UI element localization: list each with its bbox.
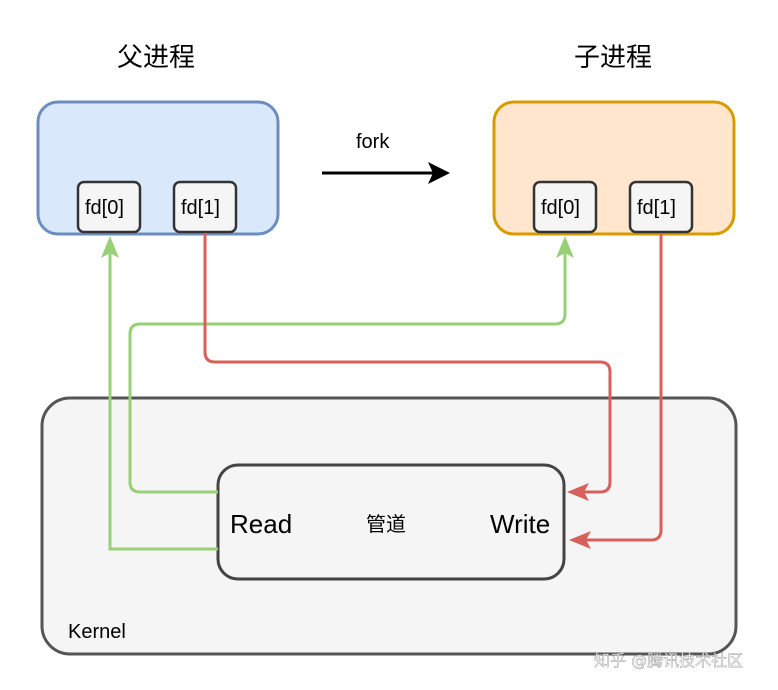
green-line-to-child-fd0 xyxy=(128,252,567,494)
watermark-text: 知乎 @腾讯技术社区 xyxy=(594,651,743,670)
parent-fd1-box xyxy=(172,180,238,234)
fork-label: fork xyxy=(356,131,390,153)
parent-title: 父进程 xyxy=(117,43,195,73)
child-fd0-box xyxy=(532,180,598,234)
fork-arrow-head xyxy=(428,162,450,184)
child-process-box xyxy=(492,100,736,236)
red-line-from-child-fd1 xyxy=(584,233,663,542)
parent-process-box xyxy=(36,100,280,236)
parent-fd1-label: fd[1] xyxy=(181,197,220,219)
red-arrowhead-pipe-top xyxy=(567,483,589,501)
green-arrowhead-child-fd0 xyxy=(556,236,574,258)
green-arrowhead-parent-fd0 xyxy=(101,236,119,258)
pipe-read-label: Read xyxy=(230,509,292,539)
child-fd1-box xyxy=(628,180,694,234)
pipe-write-label: Write xyxy=(490,509,550,539)
pipe-box xyxy=(216,463,566,581)
red-line-from-parent-fd1 xyxy=(203,233,612,494)
parent-fd0-box xyxy=(76,180,142,234)
child-title: 子进程 xyxy=(574,43,652,73)
kernel-label: Kernel xyxy=(68,621,126,643)
parent-fd0-label: fd[0] xyxy=(85,197,124,219)
red-arrowhead-pipe-bottom xyxy=(569,531,591,549)
pipe-label: 管道 xyxy=(366,512,406,536)
child-fd1-label: fd[1] xyxy=(637,197,676,219)
child-fd0-label: fd[0] xyxy=(541,197,580,219)
green-line-to-parent-fd0 xyxy=(108,252,218,551)
